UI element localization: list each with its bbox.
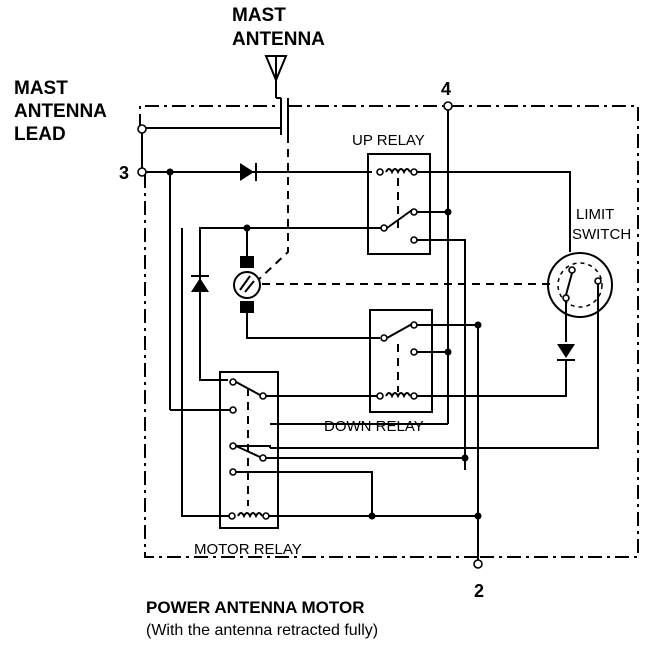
antenna-icon [264,55,288,99]
mast-antenna-lead-label-line3: LEAD [14,124,66,145]
down-relay-coil-icon [376,392,418,400]
pin-4-label: 4 [441,79,451,99]
mast-antenna-label-line2: ANTENNA [232,29,325,50]
down-relay-box [369,309,433,413]
caption-title: POWER ANTENNA MOTOR [146,598,364,617]
diode-icon-top [240,163,257,181]
motor-icon [233,256,261,313]
down-relay-switch-icon [380,321,418,356]
outer-ground-link-bottom [144,172,478,558]
motor-relay-label: MOTOR RELAY [194,541,302,558]
pin-2-label: 2 [474,581,484,601]
diode-icon-right [557,344,575,361]
up-relay-label: UP RELAY [352,132,425,149]
mast-antenna-lead-label-line2: ANTENNA [14,101,107,122]
pin-3-label: 3 [119,163,129,183]
pin-3-terminal [137,167,147,177]
antenna-coupling-icon [280,98,289,135]
diode-icon-left [191,275,209,292]
up-relay-coil-icon [376,168,418,176]
up-relay-box [367,153,431,255]
outer-ground-link-right [288,105,639,558]
limit-switch-label-line2: SWITCH [572,226,631,243]
pin-4-terminal [443,101,453,111]
down-relay-label: DOWN RELAY [324,418,424,435]
antenna-motor-link [255,135,289,283]
antenna-lead-terminal [137,124,147,134]
limit-switch-icon [547,252,613,318]
motor-relay-box [219,371,279,529]
outer-ground-link [139,105,281,128]
motor-relay-switch-1-icon [229,378,267,414]
mast-antenna-label-line1: MAST [232,5,286,26]
motor-relay-coil-icon [228,512,270,520]
caption-subtitle: (With the antenna retracted fully) [146,622,378,639]
motor-relay-switch-2-icon [229,442,267,476]
pin-2-terminal [473,559,483,569]
limit-switch-label-line1: LIMIT [576,206,614,223]
mast-antenna-lead-label-line1: MAST [14,78,68,99]
up-relay-switch-icon [380,208,418,244]
